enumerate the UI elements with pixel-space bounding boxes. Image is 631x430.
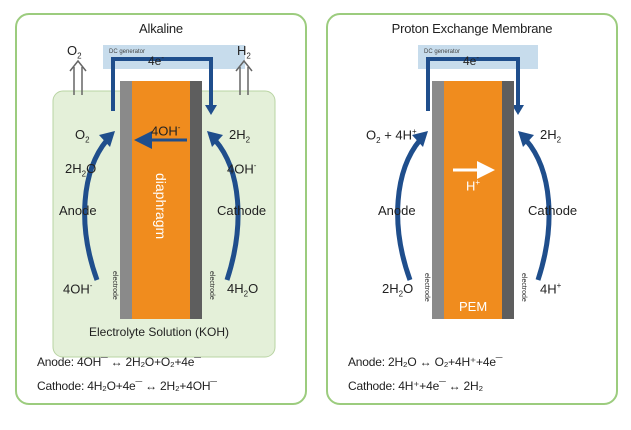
- cathode-reactant: 4H2O: [227, 281, 259, 299]
- anode-label: Anode: [378, 203, 416, 218]
- anode-equation: Anode: 4OH¯ ↔ 2H₂O+O₂+4e¯: [37, 355, 201, 369]
- proton-label: H+: [466, 178, 481, 194]
- cathode-electrode: [502, 81, 514, 319]
- anode-flow-arrow: [395, 138, 422, 281]
- pem-panel: Proton Exchange Membrane DC generator 4e…: [326, 13, 618, 405]
- electron-circuit-wire: [111, 57, 213, 111]
- cathode-label: Cathode: [217, 203, 267, 218]
- dc-generator-label: DC generator: [424, 49, 461, 55]
- cathode-flow-arrow: [524, 138, 552, 281]
- cathode-label: Cathode: [528, 203, 578, 218]
- cathode-equation: Cathode: 4H⁺+4e¯ ↔ 2H₂: [348, 379, 483, 393]
- electrolyte-label: Electrolyte Solution (KOH): [89, 325, 230, 339]
- anode-equation: Anode: 2H₂O ↔ O₂+4H⁺+4e¯: [348, 355, 503, 369]
- h2-outlet-arrow: [235, 59, 253, 95]
- electron-arrow-head: [205, 105, 217, 115]
- electron-label: 4e-: [463, 53, 480, 68]
- cathode-electrode-label: electrode: [208, 271, 215, 300]
- cathode-reactant: 4H+: [540, 281, 562, 297]
- panel-title: Alkaline: [139, 21, 183, 36]
- electron-arrow-head: [512, 105, 524, 115]
- anode-product-water: 2H2O: [65, 161, 97, 179]
- anode-electrode-label: electrode: [111, 271, 118, 300]
- electron-circuit-wire: [426, 57, 520, 111]
- panel-title: Proton Exchange Membrane: [391, 21, 553, 36]
- pem-membrane: [444, 81, 502, 319]
- diaphragm-label: diaphragm: [153, 173, 169, 240]
- anode-electrode: [432, 81, 444, 319]
- pem-diagram: [395, 45, 552, 319]
- cathode-equation: Cathode: 4H₂O+4e¯ ↔ 2H₂+4OH¯: [37, 379, 217, 393]
- anode-product-o2: O2: [75, 127, 90, 145]
- alkaline-diagram: [52, 45, 276, 358]
- o2-outlet-arrow: [69, 59, 87, 95]
- electron-label: 4e-: [148, 53, 165, 68]
- anode-products: O2 + 4H+: [366, 127, 417, 145]
- cathode-product-h2: 2H2: [229, 127, 251, 145]
- anode-electrode: [120, 81, 132, 319]
- anode-reactant: 2H2O: [382, 281, 414, 299]
- h2-gas-label: H2: [237, 43, 251, 61]
- anode-electrode-label: electrode: [423, 273, 430, 302]
- anode-label: Anode: [59, 203, 97, 218]
- cathode-flow-arrow: [213, 138, 241, 281]
- anode-reactant: 4OH-: [63, 281, 93, 297]
- diaphragm: [132, 81, 190, 319]
- cathode-product-oh: 4OH-: [227, 161, 257, 177]
- ion-transfer-label: 4OH-: [151, 123, 181, 139]
- dc-generator-label: DC generator: [109, 49, 146, 55]
- alkaline-panel: Alkaline DC generator 4e- O2 H2 O2 2H2O …: [15, 13, 307, 405]
- cathode-electrode: [190, 81, 202, 319]
- cathode-product-h2: 2H2: [540, 127, 562, 145]
- o2-gas-label: O2: [67, 43, 82, 61]
- anode-flow-arrow: [82, 138, 109, 281]
- pem-label: PEM: [459, 299, 488, 314]
- cathode-electrode-label: electrode: [520, 273, 527, 302]
